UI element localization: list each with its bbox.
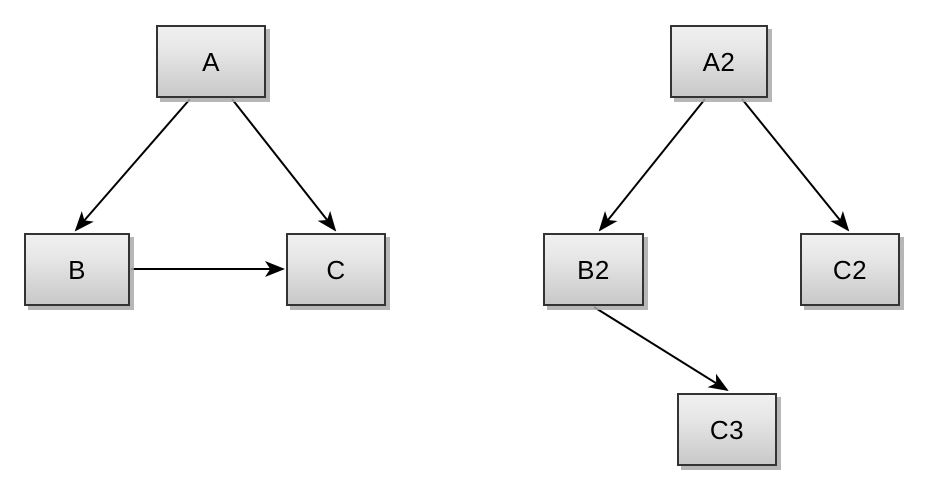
node-b[interactable]: B [24, 233, 130, 306]
edges-group [74, 98, 850, 392]
node-label-b2: B2 [577, 254, 610, 285]
node-b2[interactable]: B2 [543, 233, 644, 306]
node-label-a: A [202, 46, 220, 77]
edge-a-to-b [74, 98, 191, 232]
edge-b2-to-c3 [593, 306, 729, 392]
node-label-b: B [68, 254, 86, 285]
edge-a2-to-c2 [741, 98, 850, 232]
node-c[interactable]: C [286, 233, 386, 306]
node-label-c2: C2 [832, 254, 868, 285]
edge-a2-to-b2 [598, 98, 706, 232]
edge-a-to-c [231, 98, 337, 232]
node-c3[interactable]: C3 [677, 393, 777, 466]
node-a2[interactable]: A2 [670, 25, 768, 98]
node-label-c3: C3 [709, 414, 745, 445]
node-c2[interactable]: C2 [800, 233, 900, 306]
node-label-a2: A2 [702, 46, 736, 77]
node-label-c: C [326, 254, 346, 285]
node-a[interactable]: A [156, 25, 266, 98]
